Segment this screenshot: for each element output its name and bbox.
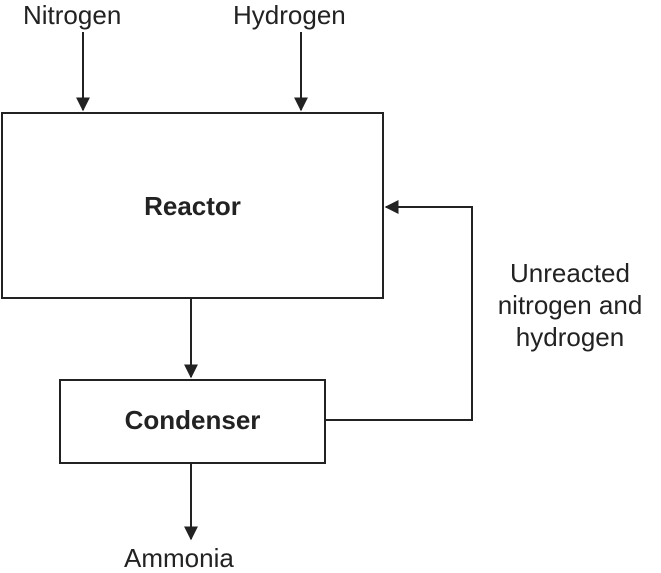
recycle-loop-arrow	[325, 200, 473, 421]
recycle-label-line-1: Unreacted	[510, 258, 630, 288]
reactor-label: Reactor	[144, 191, 241, 221]
condenser-label: Condenser	[124, 405, 261, 435]
recycle-label: Unreacted nitrogen and hydrogen	[480, 258, 660, 354]
recycle-label-line-3: hydrogen	[515, 321, 625, 352]
condenser-box	[59, 379, 326, 464]
nitrogen-label: Nitrogen	[23, 0, 122, 30]
recycle-label-line-2: nitrogen and	[497, 289, 643, 320]
reactor-box	[1, 112, 384, 299]
ammonia-label: Ammonia	[124, 543, 234, 573]
hydrogen-label: Hydrogen	[233, 0, 346, 30]
